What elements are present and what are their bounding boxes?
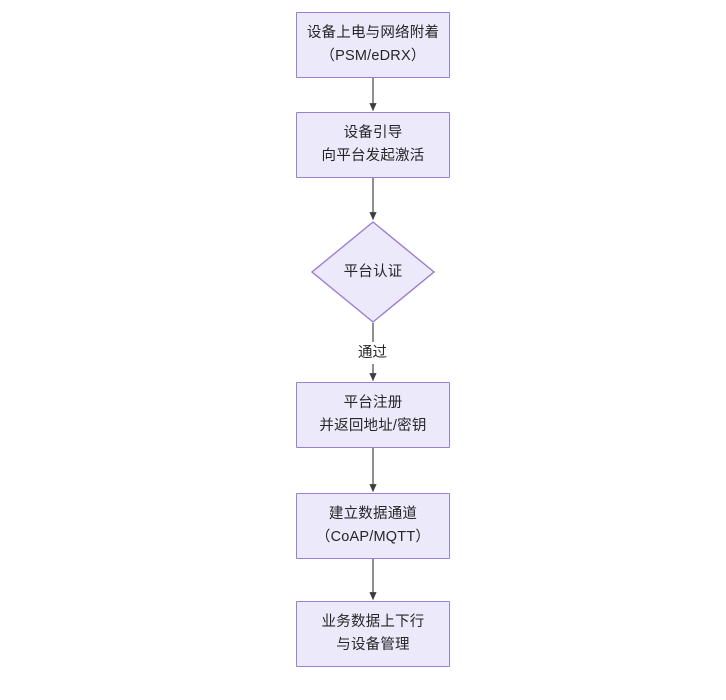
- diamond-shape: [311, 221, 435, 323]
- node-label-line: 设备引导: [343, 125, 403, 141]
- edge-label-pass: 通过: [355, 342, 390, 364]
- node-label-line: （CoAP/MQTT）: [315, 529, 431, 545]
- node-label-line: 平台注册: [343, 395, 403, 411]
- node-platform-registration[interactable]: 平台注册 并返回地址/密钥: [296, 382, 450, 448]
- node-label-line: 并返回地址/密钥: [319, 418, 427, 434]
- node-label-line: 向平台发起激活: [321, 148, 425, 164]
- node-label-line: 平台认证: [343, 263, 403, 280]
- node-label-line: 与设备管理: [336, 637, 410, 653]
- node-establish-data-channel[interactable]: 建立数据通道 （CoAP/MQTT）: [296, 493, 450, 559]
- node-business-data-and-device-management[interactable]: 业务数据上下行 与设备管理: [296, 601, 450, 667]
- node-platform-authentication[interactable]: 平台认证: [311, 221, 435, 323]
- node-device-bootstrap[interactable]: 设备引导 向平台发起激活: [296, 112, 450, 178]
- node-device-power-on[interactable]: 设备上电与网络附着 （PSM/eDRX）: [296, 12, 450, 78]
- node-label-line: 建立数据通道: [328, 506, 418, 522]
- node-label-line: （PSM/eDRX）: [320, 48, 426, 64]
- node-label-line: 设备上电与网络附着: [306, 25, 440, 41]
- node-label-line: 业务数据上下行: [321, 614, 425, 630]
